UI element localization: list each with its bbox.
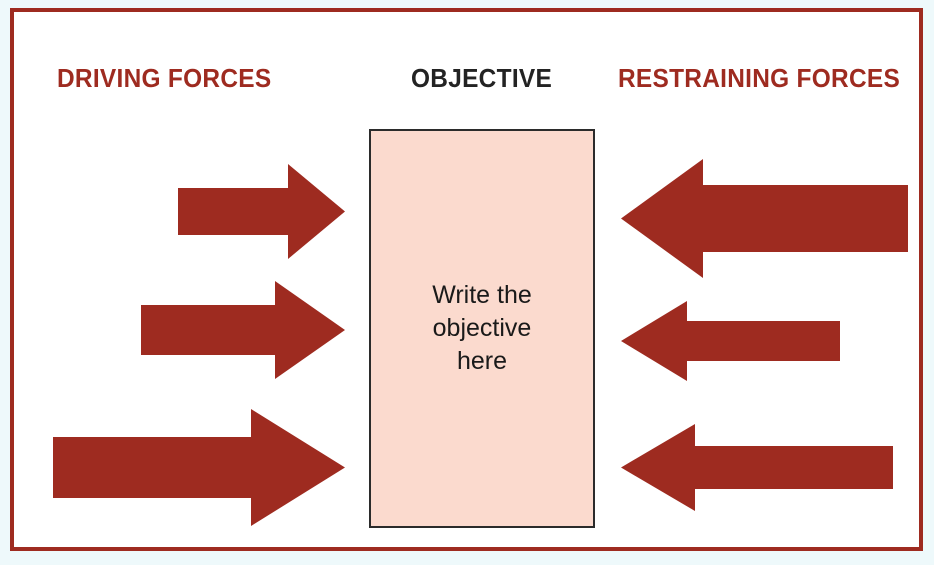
- objective-box[interactable]: Write the objective here: [369, 129, 595, 528]
- driving-arrow-2-icon: [141, 281, 345, 379]
- objective-heading: OBJECTIVE: [411, 63, 553, 93]
- restraining-arrow-3-icon: [621, 424, 893, 511]
- driving-arrow-3-icon: [53, 409, 345, 526]
- objective-placeholder-text: Write the objective here: [432, 281, 532, 375]
- restraining-forces-heading: RESTRAINING FORCES: [618, 63, 901, 93]
- restraining-arrow-1-icon: [621, 159, 908, 278]
- restraining-arrow-2-icon: [621, 301, 840, 381]
- driving-forces-heading: DRIVING FORCES: [57, 63, 272, 93]
- driving-arrow-1-icon: [178, 164, 345, 259]
- diagram-frame: DRIVING FORCES OBJECTIVE RESTRAINING FOR…: [10, 8, 923, 551]
